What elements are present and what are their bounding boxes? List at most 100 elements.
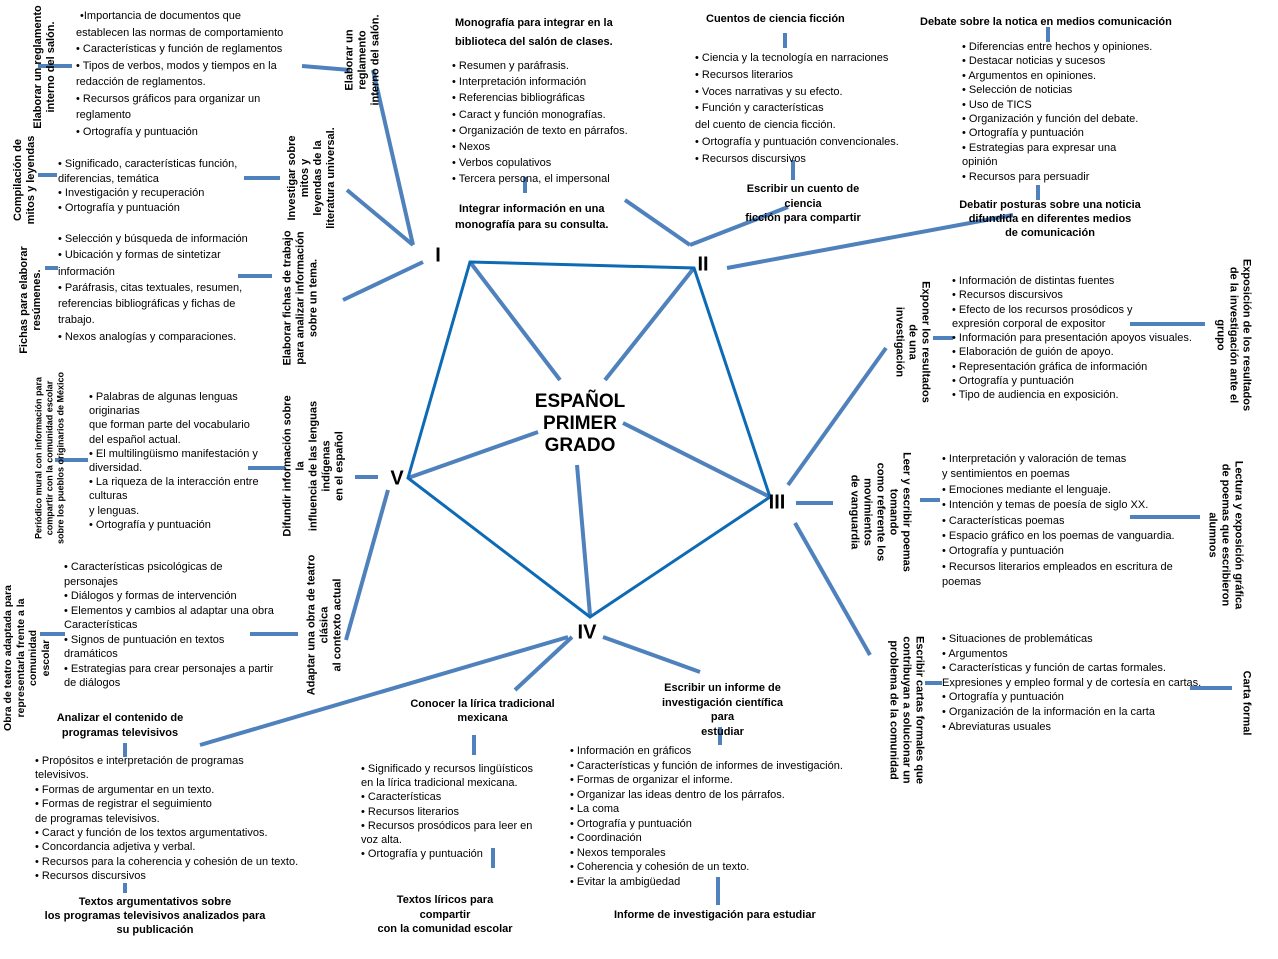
list-item: opinión	[962, 156, 998, 169]
list-item: del español actual.	[89, 433, 181, 446]
list-item-text: Tipos de verbos, modos y tiempos en la	[82, 59, 277, 72]
list-item-text: Significado, características función,	[64, 158, 238, 170]
list-item: • Uso de TICS	[962, 98, 1032, 111]
label-line: influencia de las lenguas	[307, 400, 320, 532]
cartas-contents: • Situaciones de problemáticas • Argumen…	[942, 632, 1201, 734]
list-item: personajes	[64, 575, 118, 588]
topic-lirica-label: Conocer la lírica tradicional mexicana	[400, 697, 565, 725]
list-item: • La coma	[570, 803, 620, 815]
list-item: Expresiones y empleo formal y de cortesí…	[942, 676, 1202, 689]
label-line: mitos y	[299, 158, 311, 198]
label-line: estudiar	[701, 725, 744, 738]
list-item: • Representación gráfica de información	[952, 360, 1148, 373]
label-line: Fichas para elaborar	[18, 246, 30, 354]
list-item: • Recursos para persuadir	[962, 170, 1090, 183]
connector-line	[793, 522, 872, 656]
list-item-text: Emociones mediante el lenguaje.	[948, 483, 1111, 496]
label-line: representarla frente a la	[14, 598, 27, 718]
list-item-text: Organización de texto en párrafos.	[458, 124, 628, 137]
list-item-text: Ortografía y puntuación	[576, 817, 692, 830]
product-cartas: Carta formal	[1240, 670, 1253, 736]
list-item: diversidad.	[89, 462, 143, 475]
list-item-text: Recursos literarios empleados en escritu…	[948, 560, 1173, 573]
label-line: escolar	[39, 639, 52, 677]
list-item: • Interpretación información	[452, 76, 587, 89]
list-item-text: Nexos analogías y comparaciones.	[64, 330, 237, 343]
list-item: • Información de distintas fuentes	[952, 275, 1115, 287]
list-item-text: Organizar las ideas dentro de los párraf…	[576, 788, 785, 801]
connector-line	[603, 266, 696, 382]
connector-line	[602, 635, 701, 674]
block-ii-label: II	[697, 253, 709, 276]
list-item: • Recursos literarios empleados en escri…	[942, 560, 1173, 573]
list-item: dramáticos	[64, 648, 118, 660]
label-line: Debatir posturas sobre una noticia	[959, 199, 1141, 211]
list-item: • Situaciones de problemáticas	[942, 633, 1093, 645]
list-item: • Formas de argumentar en un texto.	[35, 783, 215, 796]
list-item-text: Caract y función monografías.	[458, 108, 606, 121]
product-poemas: Lectura y exposición gráfica de poemas q…	[1206, 461, 1245, 610]
list-item: • Recursos literarios	[361, 805, 460, 818]
list-item: que forman parte del vocabulario	[89, 419, 250, 432]
list-item-text: Voces narrativas y su efecto.	[701, 85, 843, 98]
list-item-text: Estrategias para crear personajes a part…	[70, 662, 274, 675]
list-item: • Evitar la ambigüedad	[570, 875, 681, 888]
list-item: redacción de reglamentos.	[76, 76, 206, 88]
connector-line	[689, 205, 789, 247]
list-item: referencias bibliográficas y fichas de	[58, 298, 236, 311]
list-item: • Características y función de cartas fo…	[942, 662, 1166, 675]
list-item-text: Paráfrasis, citas textuales, resumen,	[64, 281, 243, 294]
list-item-text: Signos de puntuación en textos	[70, 633, 225, 646]
list-item-text: Nexos temporales	[576, 846, 666, 859]
list-item: • Significado, características función,	[58, 158, 238, 170]
list-item: • Formas de organizar el informe.	[570, 774, 733, 786]
title-line: biblioteca del salón de clases.	[455, 36, 613, 48]
connector-line	[345, 188, 415, 247]
topic-lenguas-label: Difundir información sobre la influencia…	[282, 395, 347, 536]
label-line: Compilación de	[12, 139, 24, 221]
cuentos-title: Cuentos de ciencia ficción	[706, 13, 845, 25]
list-item: • Estrategias para crear personajes a pa…	[64, 662, 274, 675]
list-item: • Organización y función del debate.	[962, 113, 1139, 126]
label-line: movimientos	[861, 478, 874, 546]
label-line: ciencia	[784, 197, 822, 210]
label-line: Difundir información sobre	[281, 395, 294, 537]
list-item: trabajo.	[58, 314, 95, 327]
label-line: en el español	[333, 431, 346, 501]
product-mitos: Compilación de mitos y leyendas	[12, 136, 38, 225]
list-item-text: Formas de registrar el seguimiento	[41, 798, 212, 811]
label-line: Adaptar una obra de teatro	[305, 554, 318, 696]
label-line: contribuyan a solucionar un	[900, 636, 913, 784]
label-line: compartir con la comunidad escolar	[44, 380, 55, 536]
label-line: mexicana	[457, 712, 508, 724]
list-item-text: Intención y temas de poesía de siglo XX.	[948, 499, 1149, 512]
list-item: • Coordinación	[570, 832, 642, 844]
list-item: • Abreviaturas usuales	[942, 720, 1052, 733]
label-line: ficción para compartir	[745, 212, 861, 224]
list-item-text: Efecto de los recursos prosódicos y	[958, 303, 1133, 316]
product-reglamento: Elaborar un reglamento interno del salón…	[32, 5, 58, 128]
list-item-text: Características y función de informes de…	[576, 759, 843, 772]
list-item: televisivos.	[35, 769, 89, 782]
list-item: • Organización de texto en párrafos.	[452, 124, 628, 137]
list-item-text: Recursos discursivos	[958, 289, 1063, 302]
label-line: mitos y leyendas	[25, 135, 37, 225]
label-line: Analizar el contenido de	[56, 712, 184, 724]
list-item: • Signos de puntuación en textos	[64, 633, 225, 646]
topic-debate-label: Debatir posturas sobre una noticia difun…	[950, 198, 1150, 240]
list-item-text: Ortografía y puntuación	[64, 201, 180, 214]
list-item: • Propósitos e interpretación de program…	[35, 755, 244, 767]
product-teatro: Obra de teatro adaptada para representar…	[2, 585, 52, 731]
list-item-text: Formas de organizar el informe.	[576, 774, 733, 786]
topic-monografia-label: Integrar información en una monografía p…	[455, 201, 608, 233]
list-item: • Ortografía y puntuación	[962, 127, 1084, 140]
list-item: • Efecto de los recursos prosódicos y	[952, 303, 1133, 316]
list-item: y lenguas.	[89, 504, 140, 517]
list-item-text: Abreviaturas usuales	[948, 720, 1052, 733]
list-item-text: Palabras de algunas lenguas	[95, 391, 238, 403]
central-title: ESPAÑOL PRIMER GRADO	[535, 391, 625, 457]
label-line: de poemas que escribieron	[1219, 463, 1232, 607]
poemas-contents: • Interpretación y valoración de temas y…	[942, 452, 1175, 591]
list-item: • Recursos literarios	[695, 68, 794, 81]
